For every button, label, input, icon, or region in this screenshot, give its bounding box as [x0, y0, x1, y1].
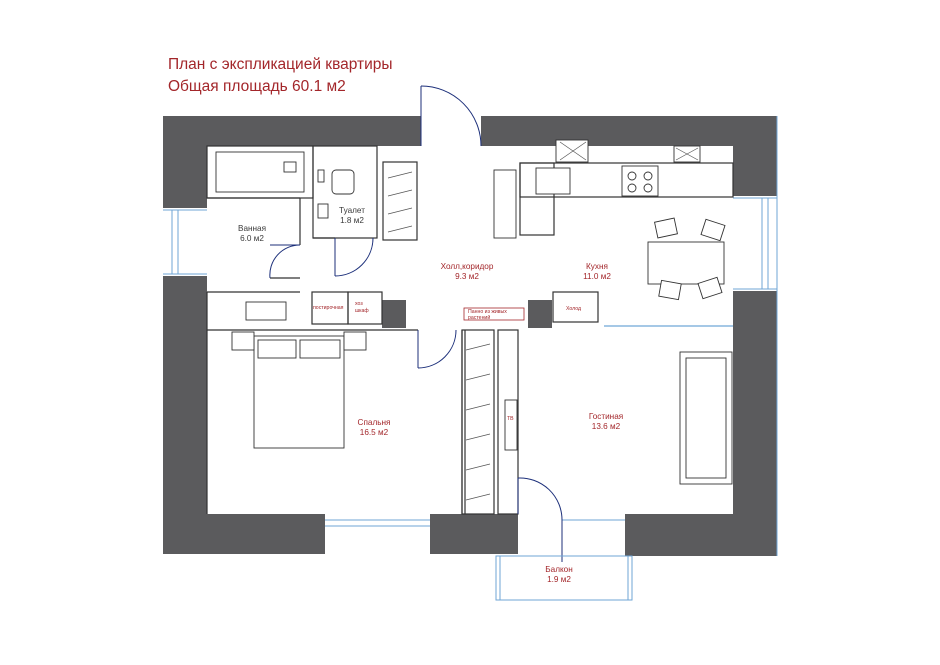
fridge-label: Холод [566, 306, 582, 312]
dining-table [647, 241, 725, 285]
room-label-bedroom: Спальня 16.5 м2 [358, 418, 391, 438]
bathroom-name: Ванная [237, 224, 267, 233]
bathroom-area: 6.0 м2 [240, 234, 264, 243]
windows [163, 116, 778, 556]
plant-panel-label-line1: Панно из живых [468, 309, 507, 315]
room-label-toilet: Туалет 1.8 м2 [339, 206, 365, 226]
wardrobe-hatch [465, 343, 491, 501]
plan-total-area: Общая площадь 60.1 м2 [168, 78, 346, 95]
cabinet-hatch [387, 171, 413, 233]
partitions [206, 145, 734, 515]
doors [269, 85, 563, 562]
balcony-area: 1.9 м2 [547, 575, 571, 584]
toilet-name: Туалет [339, 206, 365, 215]
room-label-bathroom: Ванная 6.0 м2 [238, 224, 266, 244]
bedroom-area: 16.5 м2 [359, 428, 389, 437]
kitchen-name: Кухня [586, 262, 608, 271]
toilet-bowl [331, 169, 355, 195]
tv-label: ТВ [507, 416, 514, 422]
storage-label-line1: хоз [355, 301, 363, 307]
balcony [495, 555, 633, 601]
balcony-name: Балкон [545, 565, 573, 574]
hall-area: 9.3 м2 [455, 272, 479, 281]
living-area: 13.6 м2 [591, 422, 621, 431]
plant-panel-label-line2: растений [468, 315, 491, 321]
kitchen-sink [535, 167, 571, 195]
laundry-label: постирочная [313, 305, 344, 311]
toilet-area: 1.8 м2 [340, 216, 364, 225]
room-label-kitchen: Кухня 11.0 м2 [583, 262, 611, 282]
bedroom-name: Спальня [357, 418, 391, 427]
tv-unit [504, 399, 518, 451]
room-label-living: Гостиная 13.6 м2 [589, 412, 623, 432]
sink [245, 301, 287, 321]
exterior-walls [163, 116, 777, 556]
furniture [215, 139, 733, 485]
room-label-hall: Холл,коридор 9.3 м2 [441, 262, 494, 282]
living-name: Гостиная [588, 412, 624, 421]
plan-title: План с экспликацией квартиры [168, 56, 393, 73]
fixture-marks [559, 141, 699, 161]
hall-name: Холл,коридор [440, 262, 494, 271]
room-label-balcony: Балкон 1.9 м2 [545, 565, 572, 585]
stove [621, 165, 659, 197]
storage-label-line2: шкаф [355, 308, 369, 314]
kitchen-area: 11.0 м2 [583, 272, 611, 281]
